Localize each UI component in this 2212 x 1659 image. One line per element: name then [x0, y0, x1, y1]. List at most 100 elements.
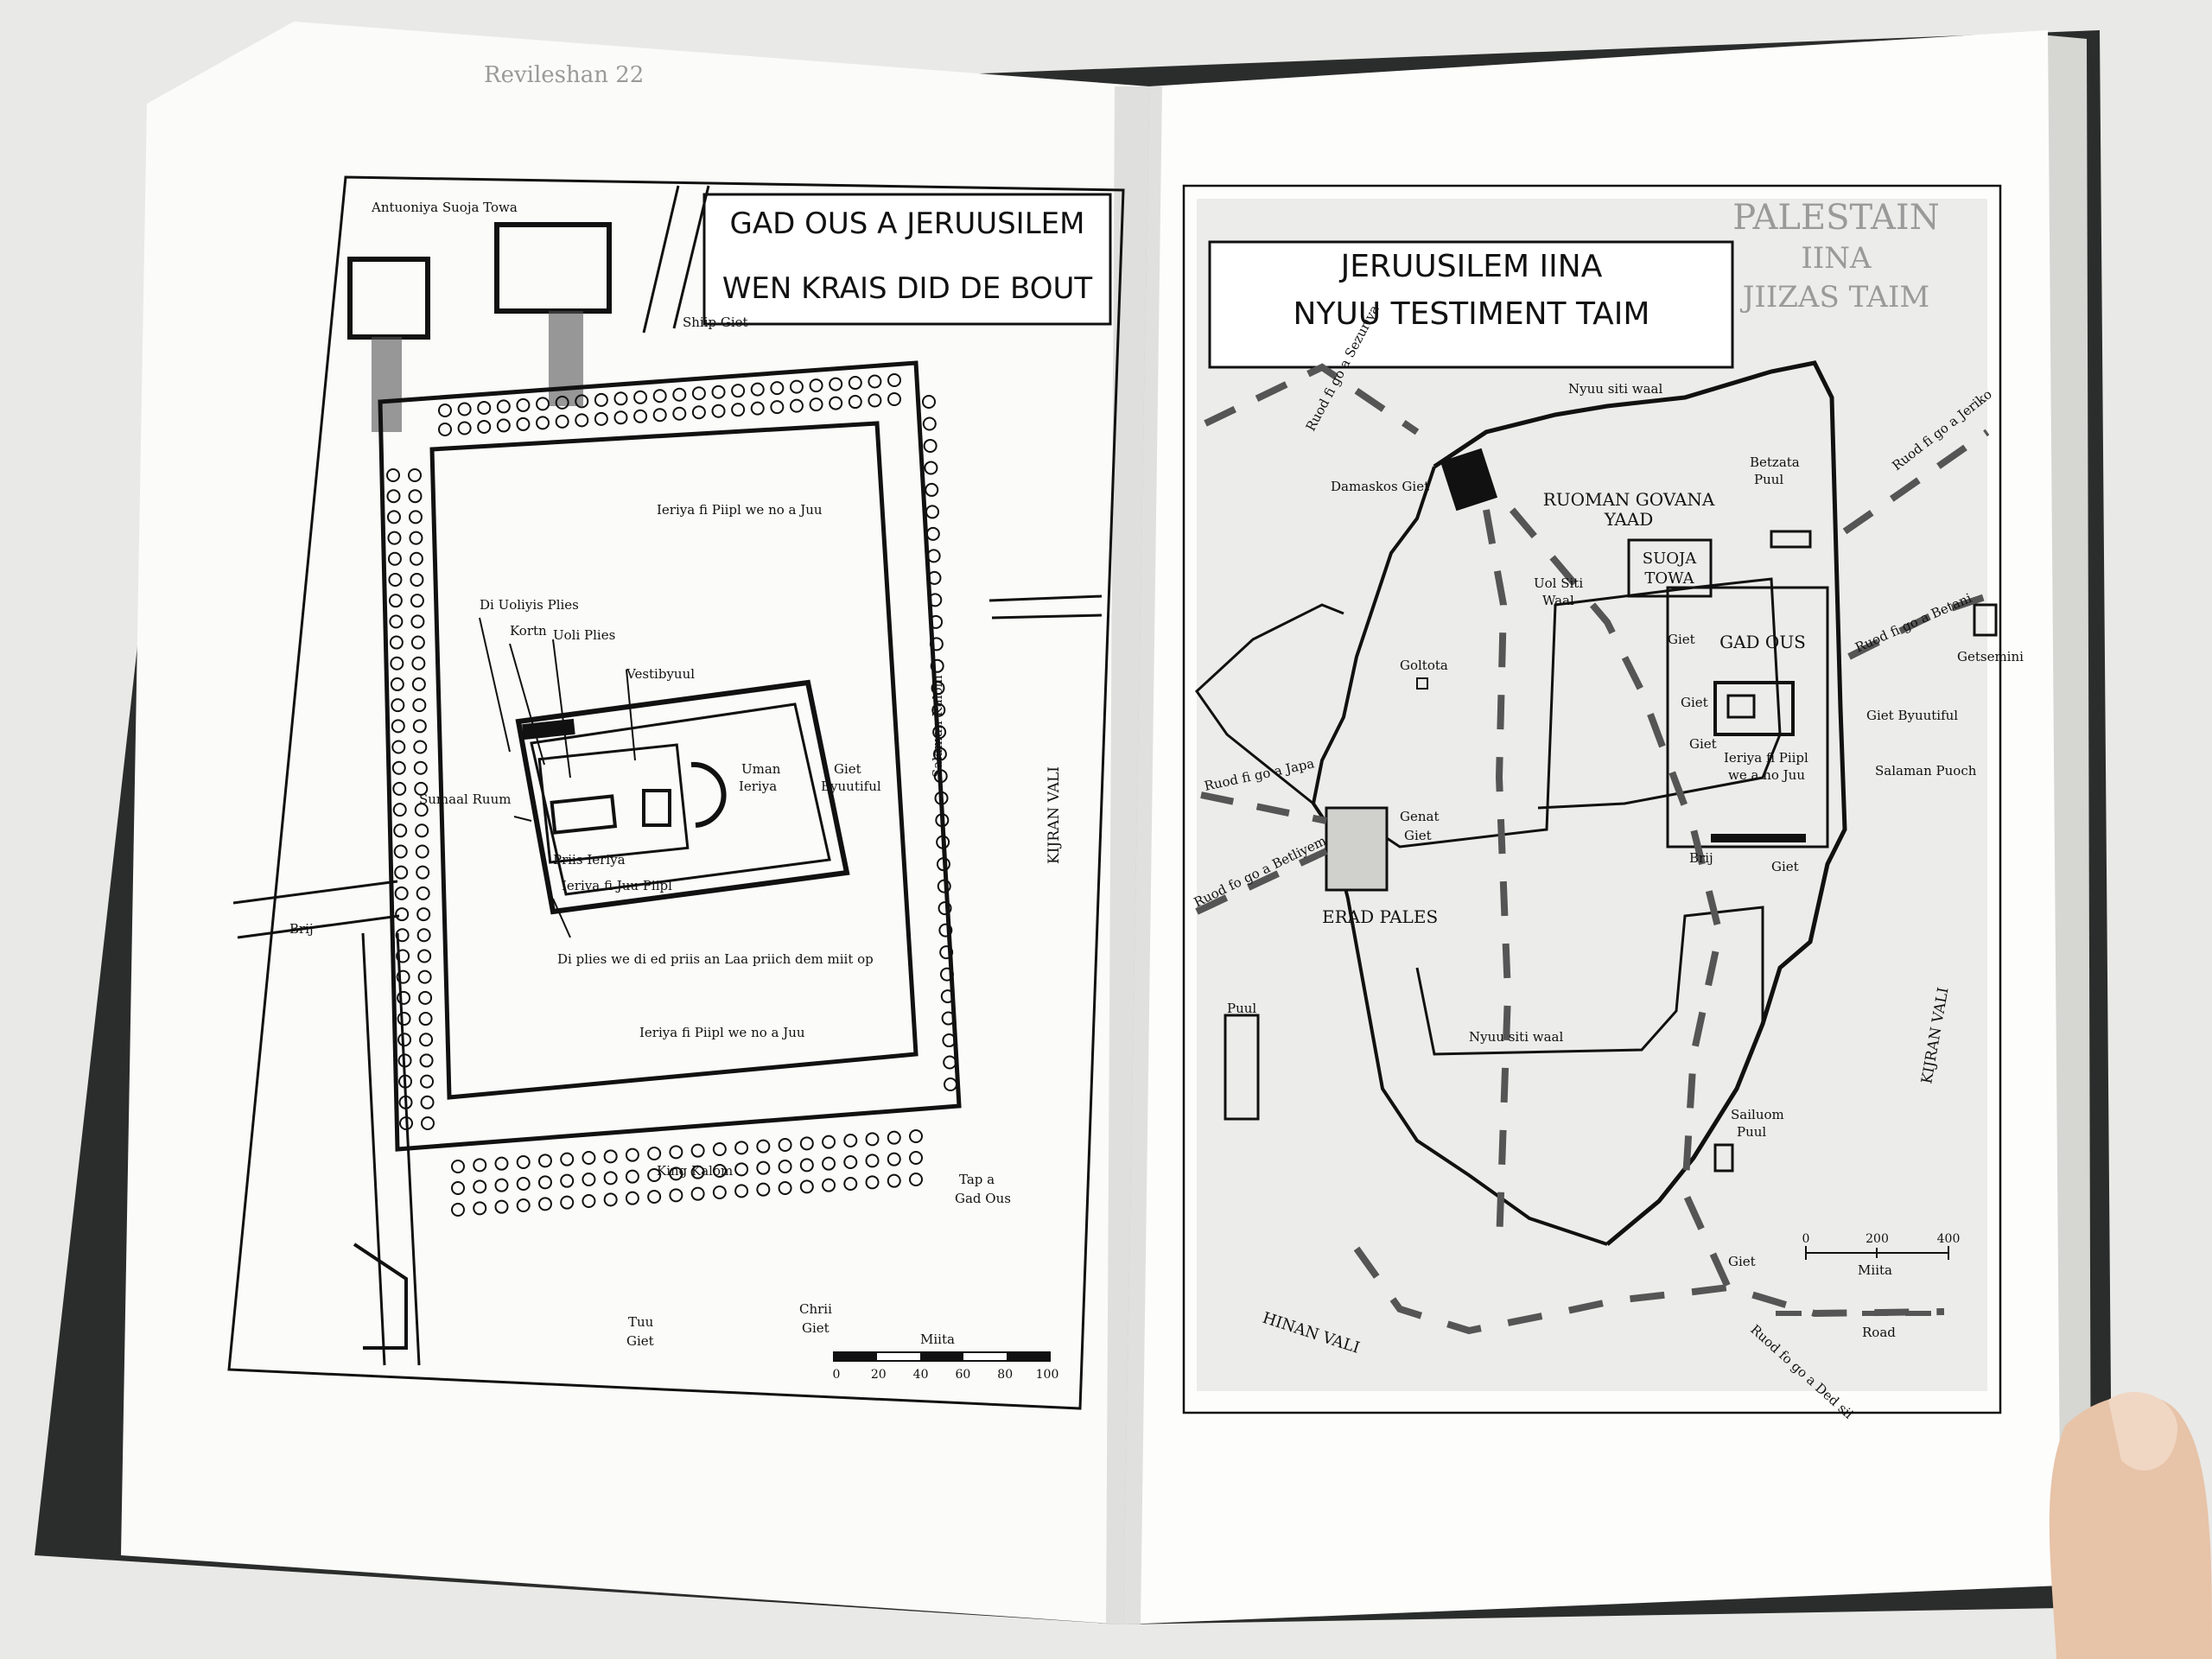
column-circle [516, 416, 531, 431]
column-circle [672, 406, 687, 421]
label-sailuom-1: Sailuom [1731, 1107, 1784, 1122]
column-circle [937, 879, 951, 893]
antonia-stairs-right [549, 311, 583, 406]
column-circle [516, 1198, 531, 1212]
column-circle [652, 408, 667, 423]
column-circle [778, 1138, 792, 1152]
column-circle [935, 813, 950, 828]
column-circle [936, 835, 950, 849]
column-circle [516, 1177, 531, 1191]
column-circle [652, 389, 667, 404]
erad-pales [1325, 806, 1389, 892]
label-ieriya-2: we a no Juu [1728, 767, 1805, 783]
uman-ieriya-apse [690, 761, 727, 828]
column-circle [923, 438, 938, 453]
dashed-road-north-south [1483, 509, 1512, 1245]
right-title-line1: JERUUSILEM IINA [1339, 249, 1603, 284]
column-circle [669, 1145, 683, 1160]
column-circle [731, 384, 746, 398]
dashed-road-japa [1200, 791, 1327, 824]
label-erad-pales: ERAD PALES [1322, 906, 1438, 927]
column-circle [603, 1149, 618, 1164]
column-circle [386, 468, 400, 482]
column-circle [416, 886, 430, 900]
column-circle [386, 489, 401, 504]
column-circle [594, 411, 608, 426]
column-circle [394, 865, 409, 880]
right-title-box [1208, 240, 1734, 369]
column-circle [392, 803, 407, 817]
column-circle [770, 381, 785, 396]
column-circle [690, 1143, 705, 1158]
column-circle [933, 769, 948, 784]
column-circle [397, 1012, 411, 1027]
column-circle [613, 391, 628, 406]
column-circle [789, 398, 804, 413]
right-map: PALESTAIN IINA JIIZAS TAIM JERUUSILEM II… [1182, 184, 2024, 1422]
column-circle [843, 1177, 858, 1191]
column-circle [418, 990, 433, 1005]
column-circle [451, 1203, 465, 1217]
column-circle [397, 1033, 412, 1047]
label-giet-byuutiful-1: Giet [834, 761, 861, 777]
column-circle [711, 404, 726, 418]
column-circle [750, 401, 765, 416]
label-salaman-kalom: Salaman Kalom [930, 675, 945, 778]
brij-right [1711, 834, 1806, 842]
column-circle [409, 551, 423, 566]
column-circle [390, 656, 404, 671]
label-miita-right: Miita [1858, 1262, 1892, 1278]
column-circle [932, 725, 947, 740]
dashed-road-jeriko [1842, 429, 1990, 535]
column-circle [926, 549, 941, 563]
label-ruoman-1: RUOMAN GOVANA [1543, 489, 1715, 510]
column-circle [924, 461, 938, 475]
column-circle [887, 1173, 901, 1188]
column-circle [789, 379, 804, 394]
column-circle [669, 1166, 683, 1181]
label-uol-siti-1: Uol Siti [1534, 575, 1583, 591]
scale-tick-label: 100 [1036, 1368, 1059, 1382]
column-circle [799, 1179, 814, 1194]
column-circle [391, 719, 405, 734]
column-circle [496, 399, 511, 414]
column-circle [909, 1151, 923, 1165]
label-giet-byuutiful: Giet Byuutiful [1866, 708, 1958, 723]
column-circle [929, 637, 944, 652]
label-road: Road [1862, 1325, 1896, 1340]
column-circle [625, 1191, 639, 1205]
column-circle [410, 572, 424, 587]
column-circle [712, 1164, 727, 1178]
column-circle [932, 747, 947, 761]
label-gad-ous: GAD OUS [1719, 632, 1806, 652]
dashed-road-betliyem [1195, 848, 1328, 915]
column-circle [938, 901, 952, 916]
label-getsemini: Getsemini [1957, 649, 2024, 664]
label-kortn: Kortn [510, 623, 547, 639]
right-map-shade [1197, 199, 1987, 1391]
column-circle [799, 1158, 814, 1173]
label-damaskos-giet: Damaskos Giet [1331, 479, 1429, 494]
column-circle [516, 397, 531, 412]
label-uman-1: Uman [741, 761, 781, 777]
ghost-title-3: JIIZAS TAIM [1740, 280, 1929, 315]
column-circle [494, 1178, 509, 1192]
holy-place [550, 794, 618, 835]
column-circle [938, 923, 953, 938]
label-chrii-2: Giet [802, 1320, 830, 1336]
column-circle [473, 1158, 487, 1173]
column-circle [925, 526, 940, 541]
label-ieriya-juu: Ieriya fi Juu Piipl [562, 878, 672, 893]
label-ruoman-2: YAAD [1604, 509, 1654, 530]
column-circle [408, 510, 423, 524]
top-road [642, 185, 710, 334]
column-circle [865, 1132, 880, 1147]
right-title-line2: NYUU TESTIMENT TAIM [1294, 296, 1650, 332]
column-circle [887, 392, 901, 406]
column-circle [457, 421, 472, 435]
column-circle [925, 482, 939, 497]
temple-inner-wall [429, 421, 918, 1100]
